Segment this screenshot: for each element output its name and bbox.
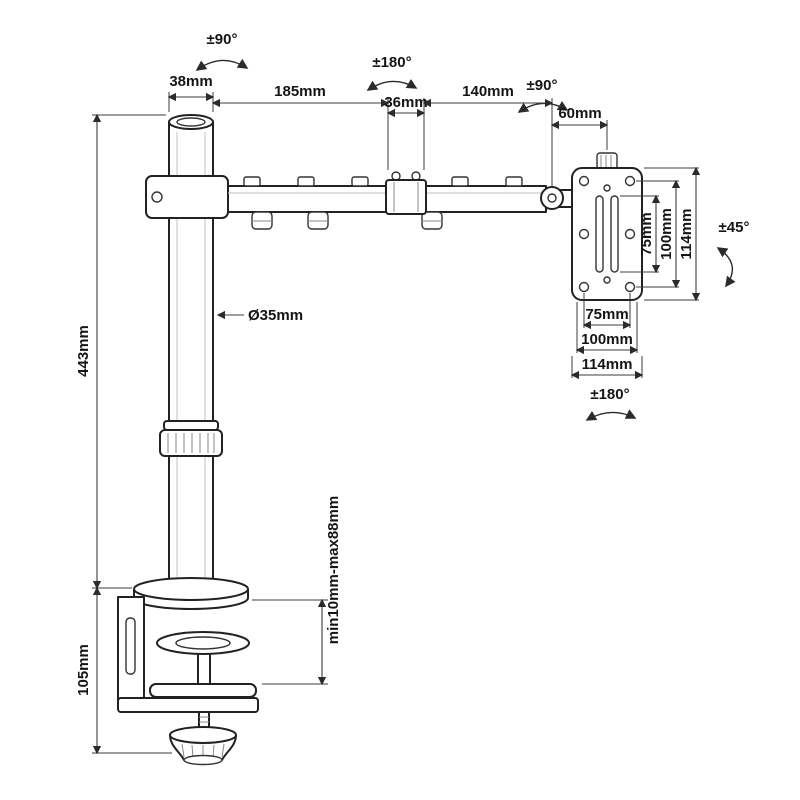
vesa-h75-label: 75mm bbox=[585, 306, 628, 323]
swing-left-label: ±90° bbox=[207, 31, 238, 48]
dim-vesa-rotation: ±180° bbox=[585, 386, 637, 421]
vesa-hole bbox=[624, 175, 636, 187]
arm-seg1-label: 185mm bbox=[274, 83, 326, 100]
vesa-plate-body bbox=[571, 167, 643, 301]
vesa-slot bbox=[595, 195, 604, 273]
cable-clip bbox=[451, 176, 469, 187]
vesa-hole bbox=[578, 281, 590, 293]
dim-pole-diameter: Ø35mm bbox=[216, 307, 303, 324]
dim-clamp-height: 105mm bbox=[75, 586, 172, 755]
arm bbox=[145, 171, 575, 230]
vesa-h114-label: 114mm bbox=[582, 356, 633, 373]
tilt-label: ±45° bbox=[719, 219, 750, 236]
desk-plate bbox=[133, 577, 249, 601]
cable-clip bbox=[505, 176, 523, 187]
cable-hooks bbox=[251, 211, 443, 230]
pole-top-width-label: 38mm bbox=[169, 73, 212, 90]
pole-height-label: 443mm bbox=[75, 325, 92, 377]
clamp-bottom-arm bbox=[117, 697, 259, 713]
dim-vesa-offset: 60mm bbox=[550, 105, 609, 150]
bracket-bolt bbox=[151, 191, 163, 203]
pole-diameter-label: Ø35mm bbox=[248, 307, 303, 324]
vesa-v100-label: 100mm bbox=[658, 208, 675, 260]
clamp-range-label: min10mm-max88mm bbox=[325, 496, 342, 644]
clamp-lower-jaw bbox=[149, 683, 257, 698]
joint-width-label: 36mm bbox=[384, 94, 427, 111]
dim-clamp-range: min10mm-max88mm bbox=[252, 496, 342, 686]
vesa-rotation-label: ±180° bbox=[590, 386, 629, 403]
dim-swing-mid: ±180° bbox=[366, 54, 418, 91]
clamp-slot bbox=[125, 617, 136, 675]
arm-mid-joint bbox=[385, 171, 427, 215]
cable-clip bbox=[243, 176, 261, 187]
clamp-height-label: 105mm bbox=[75, 644, 92, 696]
dim-arm-seg1: 185mm bbox=[211, 83, 390, 170]
dim-joint-width: 36mm bbox=[384, 94, 428, 170]
height-adjust-collar bbox=[159, 420, 223, 457]
vesa-plate bbox=[571, 152, 643, 301]
dim-tilt: ±45° bbox=[716, 219, 750, 288]
vesa-v114-label: 114mm bbox=[678, 209, 695, 260]
vesa-rotation-arc bbox=[585, 409, 637, 421]
monitor-arm-drawing bbox=[117, 114, 643, 766]
dim-pole-top-width: 38mm bbox=[167, 73, 215, 112]
vesa-hole bbox=[578, 228, 590, 240]
vesa-offset-label: 60mm bbox=[558, 105, 601, 122]
swing-right-label: ±90° bbox=[527, 77, 558, 94]
dim-vesa-horizontal: 75mm 100mm 114mm bbox=[570, 293, 644, 380]
joint-bolt bbox=[411, 171, 421, 181]
dim-vesa-vertical: 75mm 100mm 114mm bbox=[620, 166, 701, 302]
vesa-slot bbox=[610, 195, 619, 273]
cable-clip bbox=[351, 176, 369, 187]
dim-swing-left: ±90° bbox=[195, 31, 249, 71]
vesa-v75-label: 75mm bbox=[638, 212, 655, 255]
swing-mid-label: ±180° bbox=[372, 54, 411, 71]
swing-mid-arc bbox=[366, 78, 418, 91]
swing-left-arc bbox=[195, 58, 249, 71]
tilt-knob bbox=[596, 152, 618, 170]
dim-arm-seg2: 140mm bbox=[422, 83, 554, 186]
cable-clip bbox=[297, 176, 315, 187]
vesa-hole bbox=[578, 175, 590, 187]
vesa-h100-label: 100mm bbox=[581, 331, 633, 348]
vesa-hole bbox=[624, 281, 636, 293]
arm-seg2-label: 140mm bbox=[462, 83, 514, 100]
joint-bolt bbox=[391, 171, 401, 181]
dim-pole-height: 443mm bbox=[75, 113, 166, 590]
desk-clamp bbox=[117, 577, 259, 766]
vesa-hole bbox=[624, 228, 636, 240]
tilt-arc bbox=[716, 247, 736, 288]
